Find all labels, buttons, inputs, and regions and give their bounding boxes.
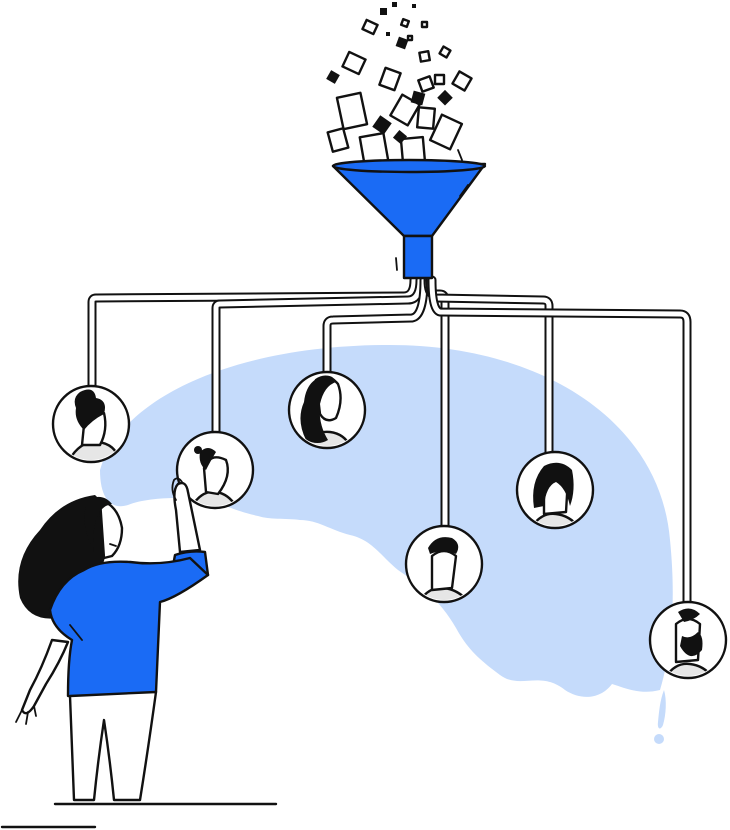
pipe-network [87, 275, 692, 617]
avatar-2 [175, 430, 255, 510]
avatar-6 [648, 600, 728, 680]
globe-drip [657, 690, 666, 729]
woman-pointing-icon [15, 477, 210, 802]
globe-drop [654, 734, 664, 744]
avatar-3 [287, 370, 367, 450]
document-squares-icon [326, 2, 473, 167]
avatar-5 [515, 450, 595, 530]
globe-background [100, 345, 673, 697]
avatar-4 [404, 524, 484, 604]
avatar-1 [51, 384, 131, 464]
funnel-icon [331, 149, 487, 280]
